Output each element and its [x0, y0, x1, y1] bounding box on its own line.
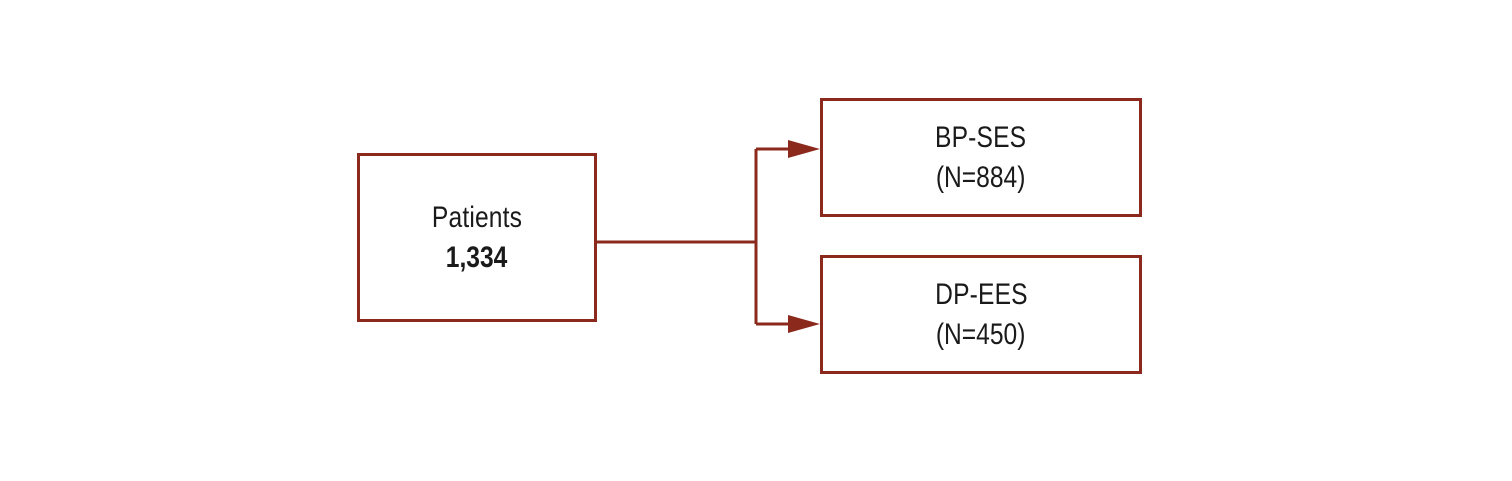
bp-ses-box: BP-SES (N=884) — [820, 98, 1142, 217]
arrowhead-dp-ees-icon — [788, 315, 820, 333]
dp-ees-label: DP-EES — [934, 277, 1028, 311]
dp-ees-count: (N=450) — [936, 317, 1026, 351]
bp-ses-label: BP-SES — [935, 120, 1027, 154]
arrowhead-bp-ses-icon — [788, 140, 820, 158]
patients-count: 1,334 — [446, 240, 508, 274]
dp-ees-box: DP-EES (N=450) — [820, 255, 1142, 374]
patients-box: Patients 1,334 — [357, 153, 597, 322]
patients-label: Patients — [431, 200, 523, 234]
bp-ses-count: (N=884) — [936, 160, 1026, 194]
